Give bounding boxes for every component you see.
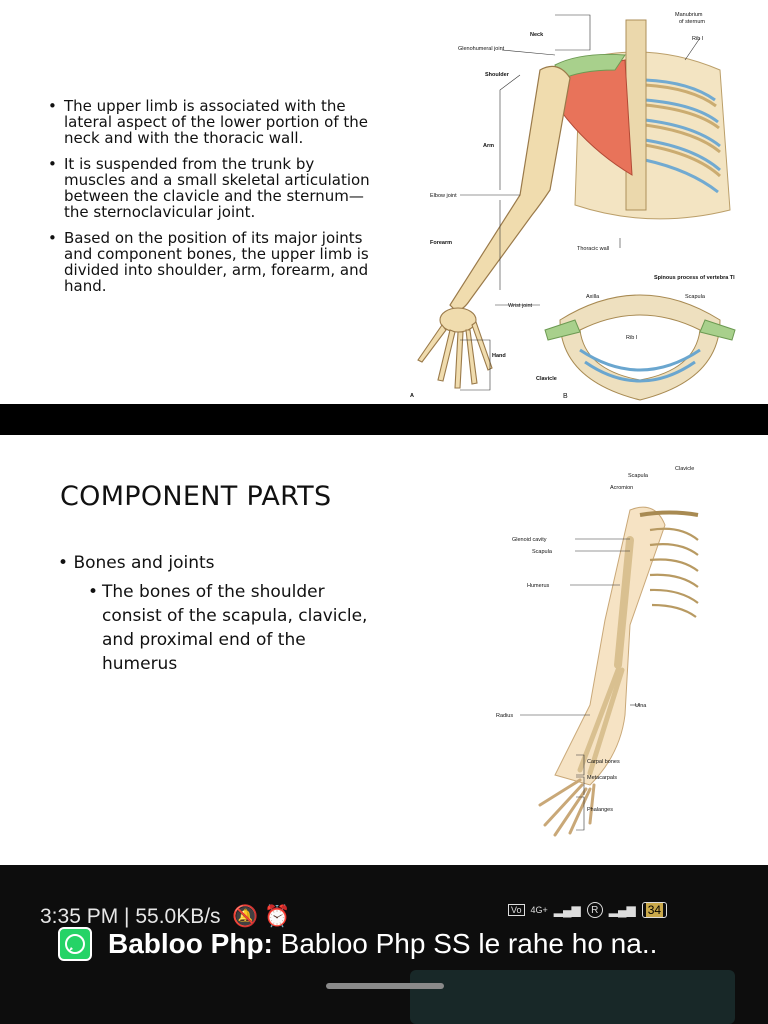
battery-level: 34 [645,903,664,917]
slide1-bullet: It is suspended from the trunk by muscle… [48,156,378,220]
label-ulna: Ulna [635,703,647,709]
slide2-bullet-level2-text: The bones of the shoulder consist of the… [102,582,368,674]
slide1-bullet: The upper limb is associated with the la… [48,98,378,146]
signal-icon-2: ▂▄▆ [608,903,636,917]
label-acromion: Acromion [610,485,633,491]
upper-limb-anatomy-figure: Neck Glenohumeral joint Shoulder Arm Elb… [410,12,736,401]
humerus-bone [614,536,634,669]
notification-text: Babloo Php: Babloo Php SS le rahe ho na.… [108,928,657,960]
notification[interactable]: Babloo Php: Babloo Php SS le rahe ho na.… [58,927,657,961]
slide1-bullet-list: The upper limb is associated with the la… [48,98,378,304]
label-fig-b: B [563,393,568,400]
label-forearm: Forearm [430,240,452,246]
network-label: 4G+ [530,905,548,915]
slide2-bullet-level2: • The bones of the shoulder consist of t… [88,580,378,676]
volte-icon: Vo [508,904,525,916]
slide-2: Clavicle Scapula Acromion Glenoid cavity… [0,435,768,865]
whatsapp-icon [58,927,92,961]
label-clavicle: Clavicle [536,376,557,382]
slide-1: The upper limb is associated with the la… [0,0,768,404]
drag-handle[interactable] [326,983,444,989]
label-manubrium: Manubrium [675,12,703,18]
hand-bones [417,307,493,389]
signal-icon: ▂▄▆ [553,903,581,917]
label-clavicle: Clavicle [675,466,694,472]
label-humerus: Humerus [527,583,550,589]
status-indicators: Vo 4G+ ▂▄▆ R ▂▄▆ 34 [508,902,668,918]
status-time: 3:35 PM | 55.0KB/s 🔕 ⏰ [40,905,291,929]
label-metacarpals: Metacarpals [587,775,617,781]
label-glenohumeral: Glenohumeral joint [458,46,505,52]
bullet-dot: • [88,582,99,602]
label-rib1b: Rib I [626,335,638,341]
label-fig-a: A [410,393,414,399]
thorax-cross-section [544,294,736,401]
battery-icon: 34 [641,902,668,918]
label-phalanges: Phalanges [587,807,613,813]
label-radius: Radius [496,713,513,719]
label-scapula: Scapula [532,549,553,555]
alarm-icon: ⏰ [264,905,291,928]
label-scapula-top: Scapula [628,473,649,479]
label-elbow: Elbow joint [430,193,457,199]
label-glenoid: Glenoid cavity [512,537,547,543]
arm-skeleton-figure: Clavicle Scapula Acromion Glenoid cavity… [496,466,699,837]
label-hand: Hand [492,353,506,359]
notification-message: Babloo Php SS le rahe ho na.. [280,928,658,959]
background-panel [410,970,735,1024]
notification-sender: Babloo Php: [108,928,273,959]
silent-bell-icon: 🔕 [232,905,259,928]
slide2-title: COMPONENT PARTS [60,481,332,512]
status-time-text: 3:35 PM | 55.0KB/s [40,905,221,928]
label-thoracic-wall: Thoracic wall [577,246,609,252]
label-shoulder: Shoulder [485,72,510,78]
label-wrist: Wrist joint [508,303,533,309]
slide1-bullet: Based on the position of its major joint… [48,230,378,294]
label-manubrium-2: of sternum [679,19,705,25]
label-axilla: Axilla [586,294,600,300]
label-scapula: Scapula [685,294,706,300]
label-neck: Neck [530,32,544,38]
label-rib1: Rib I [692,36,704,42]
label-arm: Arm [483,143,494,149]
slide2-bullet-level1: Bones and joints [58,553,214,573]
label-carpal: Carpal bones [587,759,620,765]
arm-outline [449,65,571,311]
label-spinous: Spinous process of vertebra TI [654,275,735,281]
roaming-icon: R [586,902,603,918]
